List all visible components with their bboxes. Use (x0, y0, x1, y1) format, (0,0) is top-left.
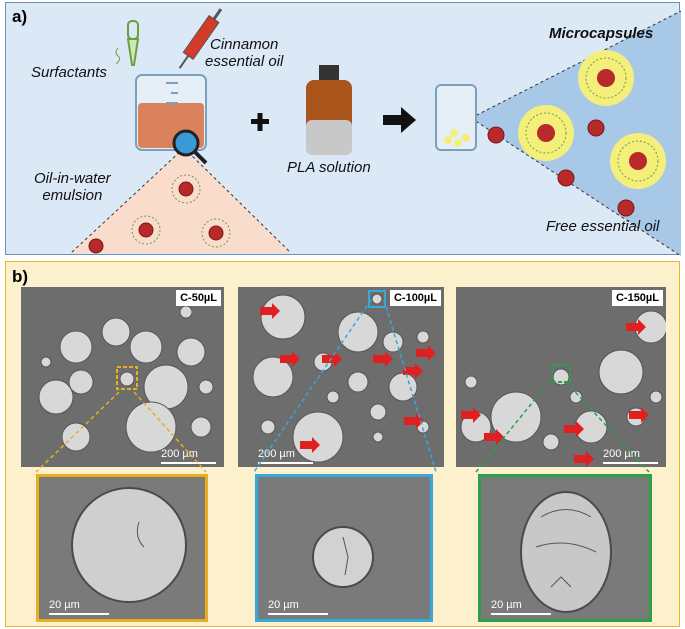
sem-image-c100: C-100µL 200 µm (238, 287, 444, 467)
inset-c50: 20 µm (36, 474, 208, 622)
emulsion-label: Oil-in-water emulsion (34, 170, 111, 204)
small-beaker-icon (435, 84, 477, 151)
syringe-icon (178, 8, 223, 69)
panel-a-illustration (70, 8, 681, 256)
magnifier-icon (172, 129, 208, 165)
microcapsules (518, 50, 666, 189)
pla-label: PLA solution (287, 159, 371, 176)
panel-a: a) Surfactants Cinnamon essential oil Oi… (5, 2, 681, 256)
sem-image-c50: C-50µL 200 µm (21, 287, 224, 467)
pla-bottle-icon (306, 65, 352, 155)
scale-bar: 200 µm (603, 448, 658, 464)
cinnamon-label: Cinnamon essential oil (205, 36, 284, 70)
sample-tag: C-50µL (176, 290, 221, 306)
scale-bar: 200 µm (161, 448, 216, 464)
sample-tag: C-100µL (389, 290, 441, 306)
process-arrow-icon (383, 107, 416, 133)
microcapsules-label: Microcapsules (549, 25, 654, 42)
inset-scale-bar: 20 µm (491, 599, 551, 615)
inset-c100: 20 µm (255, 474, 433, 622)
sample-tag: C-150µL (611, 290, 663, 306)
scale-label: 20 µm (491, 599, 522, 611)
emulsion-zoom-cone (71, 148, 291, 253)
plus-icon (251, 113, 269, 131)
free-oil-label: Free essential oil (546, 218, 660, 235)
scale-label: 20 µm (49, 599, 80, 611)
surfactants-label: Surfactants (31, 64, 107, 81)
emulsion-droplets (88, 174, 231, 254)
panel-a-label: a) (12, 7, 28, 26)
scale-bar: 200 µm (258, 448, 313, 464)
free-oil-droplets (487, 119, 635, 217)
scale-label: 200 µm (161, 448, 198, 460)
scale-label: 20 µm (268, 599, 299, 611)
inset-c150: 20 µm (478, 474, 652, 622)
inset-scale-bar: 20 µm (49, 599, 109, 615)
sem-image-c150: C-150µL 200 µm (456, 287, 666, 467)
panel-b: b) C-50µL 200 µm (5, 261, 680, 627)
scale-label: 200 µm (258, 448, 295, 460)
dropper-icon (115, 20, 140, 66)
scale-label: 200 µm (603, 448, 640, 460)
panel-b-label: b) (12, 267, 29, 286)
inset-scale-bar: 20 µm (268, 599, 328, 615)
